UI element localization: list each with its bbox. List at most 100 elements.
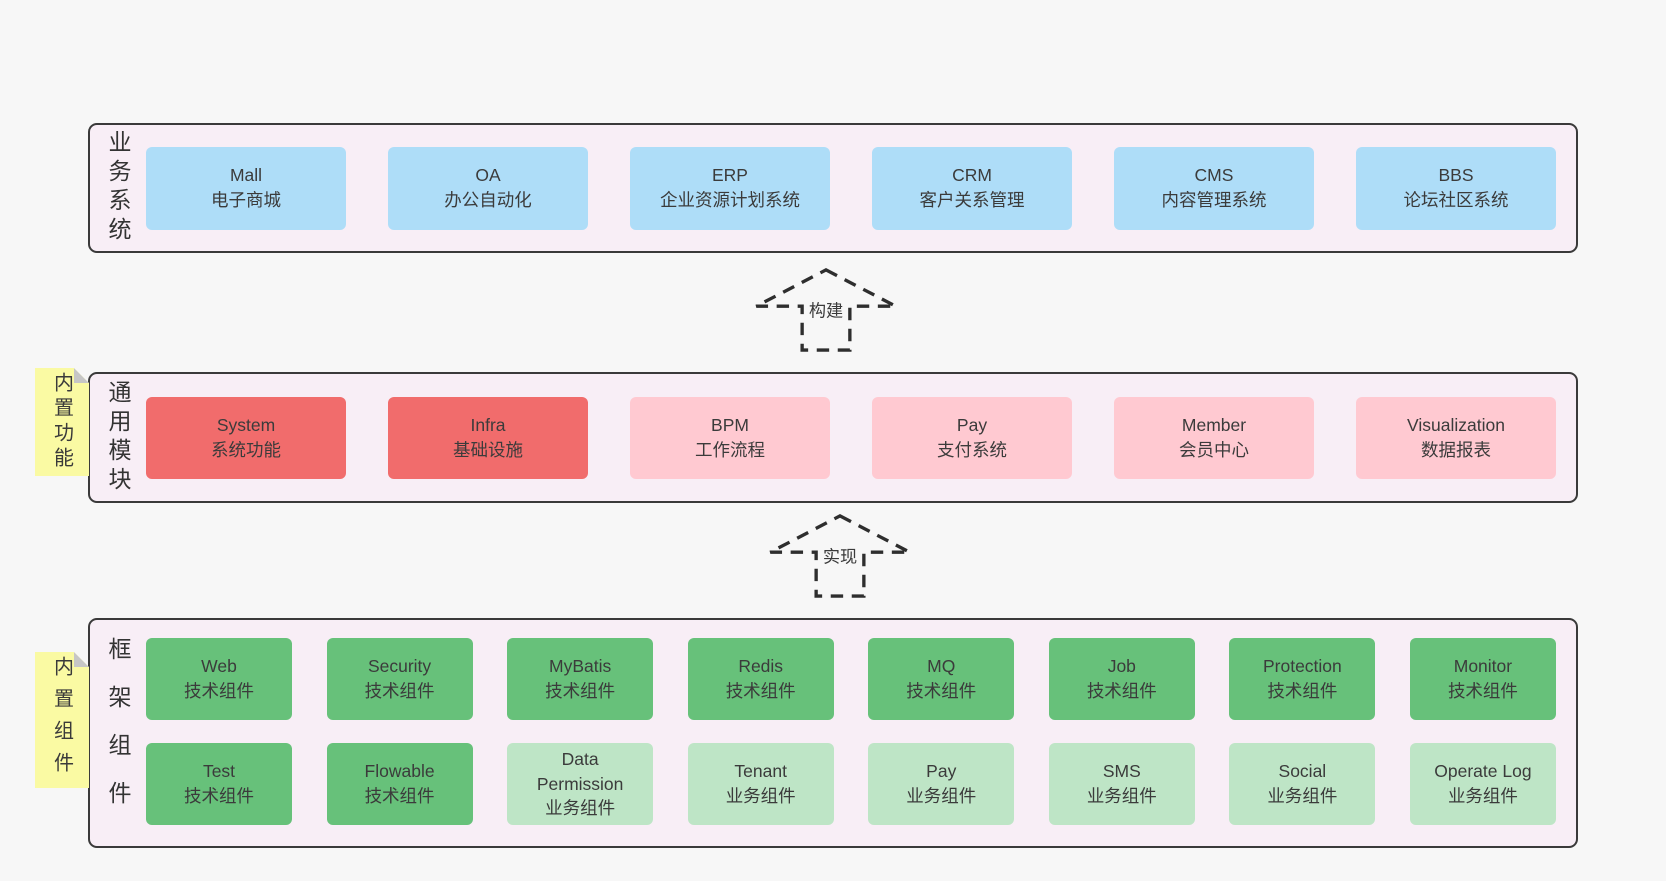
box-subtitle: 业务组件 [1086,786,1157,806]
panel-framework-side-label: 框架组件 [105,637,131,829]
box-data-permission: Data Permission 业务组件 [507,743,654,825]
box-title: Test [202,761,236,782]
box-title: Security [367,656,432,677]
box-security: Security 技术组件 [326,638,473,720]
box-visualization: Visualization 数据报表 [1356,396,1556,479]
modules-boxes-row: System 系统功能 Infra 基础设施 BPM 工作流程 Pay 支付系统… [146,374,1556,501]
framework-row-2: Test 技术组件 Flowable 技术组件 Data Permission … [146,743,1556,825]
box-web: Web 技术组件 [146,638,292,720]
box-job: Job 技术组件 [1048,638,1195,720]
box-title: Member [1181,414,1247,435]
box-title: Visualization [1407,414,1505,435]
box-subtitle: 数据报表 [1421,439,1491,460]
arrow-implement-label: 实现 [823,547,857,567]
box-subtitle: 技术组件 [725,681,796,701]
box-title: Social [1278,761,1327,782]
box-subtitle: 技术组件 [545,681,616,701]
box-title: Web [201,656,237,677]
sticky-note-label: 内置功能 [50,372,73,472]
box-subtitle: 系统功能 [211,439,281,460]
box-title: Mall [229,165,263,186]
box-subtitle: 支付系统 [937,439,1007,460]
box-subtitle: 技术组件 [184,681,254,701]
arrow-label-bg [805,297,847,324]
box-title: Protection [1262,656,1342,677]
box-pay-component: Pay 业务组件 [868,743,1015,825]
folded-corner-icon [74,368,89,383]
box-subtitle: 论坛社区系统 [1403,190,1509,210]
box-cms: CMS 内容管理系统 [1114,146,1314,230]
box-title: Infra [470,414,506,435]
box-title: OA [475,165,501,186]
arrow-build: 构建 [755,268,897,352]
arrow-label-bg [819,543,861,570]
box-crm: CRM 客户关系管理 [872,146,1072,230]
box-subtitle: 技术组件 [906,681,977,701]
box-subtitle: 业务组件 [545,798,616,819]
box-monitor: Monitor 技术组件 [1409,638,1556,720]
box-infra: Infra 基础设施 [388,396,588,479]
panel-common-modules: 通用模块 System 系统功能 Infra 基础设施 BPM 工作流程 Pay… [88,372,1578,503]
box-sms: SMS 业务组件 [1048,743,1195,825]
box-title: Redis [738,656,784,677]
box-title: Flowable [364,761,435,782]
panel-framework-components: 框架组件 Web 技术组件 Security 技术组件 MyBatis 技术组件… [88,618,1578,848]
box-operate-log: Operate Log 业务组件 [1409,743,1556,825]
box-oa: OA 办公自动化 [388,146,588,230]
box-subtitle: 技术组件 [1447,681,1518,701]
box-subtitle: 基础设施 [453,439,523,460]
box-subtitle: 业务组件 [1447,786,1518,806]
box-subtitle: 客户关系管理 [919,190,1025,210]
box-title: ERP [712,165,748,186]
sticky-note-builtin-components: 内置组件 [35,652,89,788]
box-title: CMS [1194,165,1234,186]
box-member: Member 会员中心 [1114,396,1314,479]
box-title: BPM [711,414,749,435]
box-subtitle: 企业资源计划系统 [660,190,800,210]
box-mall: Mall 电子商城 [146,146,346,230]
box-mybatis: MyBatis 技术组件 [507,638,654,720]
box-redis: Redis 技术组件 [687,638,834,720]
sticky-note-label: 内置组件 [50,656,73,784]
box-pay: Pay 支付系统 [872,396,1072,479]
box-subtitle: 技术组件 [184,786,254,806]
box-subtitle: 技术组件 [1267,681,1338,701]
arrow-implement: 实现 [769,514,911,598]
box-subtitle: 技术组件 [1086,681,1157,701]
box-tenant: Tenant 业务组件 [687,743,834,825]
box-subtitle: 电子商城 [211,190,281,210]
box-subtitle: 业务组件 [1267,786,1338,806]
box-bpm: BPM 工作流程 [630,396,830,479]
panel-business-systems: 业务系统 Mall 电子商城 OA 办公自动化 ERP 企业资源计划系统 CRM… [88,123,1578,253]
box-subtitle: 内容管理系统 [1161,190,1267,210]
box-title: System [216,414,276,435]
box-subtitle: 工作流程 [695,439,765,460]
box-title: BBS [1438,165,1474,186]
box-bbs: BBS 论坛社区系统 [1356,146,1556,230]
folded-corner-icon [74,652,89,667]
box-erp: ERP 企业资源计划系统 [630,146,830,230]
box-subtitle: 会员中心 [1179,439,1249,460]
box-title: Operate Log [1434,761,1532,782]
box-subtitle: 办公自动化 [444,190,532,210]
box-title: Data Permission [536,748,624,794]
box-title: Monitor [1453,656,1513,677]
box-title: CRM [952,165,992,186]
box-title: Pay [926,761,957,782]
box-subtitle: 技术组件 [364,681,435,701]
box-title: Pay [956,414,988,435]
box-title: MyBatis [549,656,612,677]
box-subtitle: 业务组件 [725,786,796,806]
box-system: System 系统功能 [146,396,346,479]
framework-row-1: Web 技术组件 Security 技术组件 MyBatis 技术组件 Redi… [146,638,1556,720]
box-title: SMS [1102,761,1141,782]
box-subtitle: 技术组件 [364,786,435,806]
framework-boxes-grid: Web 技术组件 Security 技术组件 MyBatis 技术组件 Redi… [146,638,1556,825]
box-social: Social 业务组件 [1229,743,1376,825]
panel-business-side-label: 业务系统 [105,130,131,246]
box-flowable: Flowable 技术组件 [326,743,473,825]
business-boxes-row: Mall 电子商城 OA 办公自动化 ERP 企业资源计划系统 CRM 客户关系… [146,125,1556,251]
box-protection: Protection 技术组件 [1229,638,1376,720]
panel-modules-side-label: 通用模块 [105,379,131,496]
